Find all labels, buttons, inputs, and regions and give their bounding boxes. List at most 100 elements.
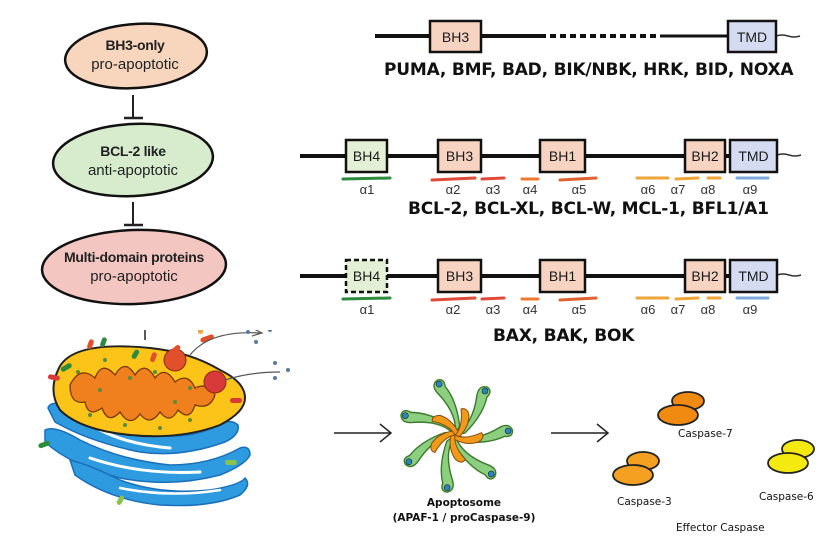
domain-bh4-label: BH4 (353, 148, 380, 164)
domain-bh4 (344, 138, 389, 174)
caspase-7-shape (657, 391, 705, 426)
helix-a1-mark (341, 296, 392, 301)
domain-tmd-label: TMD (737, 29, 767, 45)
endoplasmic-reticulum (44, 402, 251, 507)
helix-marks (341, 176, 770, 182)
cytochrome-c-dots (246, 330, 290, 380)
helix-a2-label: α2 (446, 302, 461, 317)
helix-a4-label: α4 (523, 182, 538, 197)
bcl2-like-structure: BH4 BH3 BH1 BH2 TMD α1 α2 α3 α4 α5 α6 α7… (300, 138, 802, 197)
helix-a9-label: α9 (743, 302, 758, 317)
helix-a3-label: α3 (486, 182, 501, 197)
helix-a7-label: α7 (671, 182, 686, 197)
domain-tmd (726, 19, 778, 54)
helix-a6-label: α6 (641, 302, 656, 317)
bh3-only-members: PUMA, BMF, BAD, BIK/NBK, HRK, BID, NOXA (384, 60, 794, 80)
bh3-only-bubble (63, 22, 209, 90)
helix-a3-mark (480, 296, 506, 301)
membrane-protein (100, 337, 107, 348)
domain-bh2-label: BH2 (691, 148, 718, 164)
release-arrow-2 (224, 371, 281, 381)
helix-a5-mark (558, 296, 598, 302)
membrane-protein (38, 440, 50, 449)
domain-bh1 (538, 138, 587, 174)
membrane-complex-2 (203, 370, 227, 394)
bh3-only-structure: BH3 TMD (375, 19, 801, 54)
helix-a1-label: α1 (360, 302, 375, 317)
membrane-protein (230, 398, 242, 403)
apoptosome-subtitle: (APAF-1 / proCaspase-9) (392, 512, 536, 524)
domain-bh2 (683, 138, 727, 174)
apoptosome-title: Apoptosome (426, 497, 502, 509)
domain-bh1-label: BH1 (549, 148, 576, 164)
helix-marks (341, 296, 770, 302)
arrow-to-caspases (551, 423, 610, 443)
multi-domain-bubble (40, 228, 228, 306)
domain-bh1 (538, 258, 587, 294)
arrow-head (596, 423, 610, 443)
procaspase9-arms (427, 408, 485, 466)
apoptosome-illustration (399, 376, 515, 495)
helix-a4-label: α4 (523, 302, 538, 317)
domain-tmd-label: TMD (738, 268, 768, 284)
bubble-3-text: Multi-domain proteins pro-apoptotic (44, 248, 224, 286)
domain-tmd (728, 138, 779, 174)
multi-domain-members: BAX, BAK, BOK (493, 326, 635, 346)
domain-bh4-label: BH4 (353, 268, 380, 284)
helix-a2-label: α2 (446, 182, 461, 197)
bubble-3-title: Multi-domain proteins (64, 249, 204, 265)
helix-a3-label: α3 (486, 302, 501, 317)
domain-bh3 (436, 258, 483, 294)
helix-a1-label: α1 (360, 182, 375, 197)
helix-a6-label: α6 (641, 182, 656, 197)
effector-caspase-label: Effector Caspase (676, 522, 765, 534)
caspase-3-label: Caspase-3 (617, 496, 672, 508)
matrix-granules (76, 358, 192, 430)
domain-bh3 (436, 138, 483, 174)
helix-a8-label: α8 (701, 302, 716, 317)
released-protein (200, 334, 214, 343)
helix-a5-mark (558, 176, 598, 182)
membrane-protein (150, 352, 157, 363)
apoptosome-label: Apoptosome (APAF-1 / proCaspase-9) (384, 496, 544, 526)
membrane-protein (60, 363, 72, 372)
bubble-1-title: BH3-only (105, 37, 165, 53)
membrane-protein (225, 460, 237, 465)
membrane-protein (116, 495, 125, 505)
domain-bh2 (683, 258, 727, 294)
arrow-to-apoptosome (334, 423, 393, 443)
bubble-1-subtitle: pro-apoptotic (91, 56, 179, 73)
mitochondrion-cristae (69, 365, 216, 422)
mitochondrion-illustration (38, 330, 290, 507)
caspase-7-label: Caspase-7 (678, 428, 733, 440)
membrane-protein (87, 339, 94, 350)
released-protein (168, 344, 181, 356)
membrane-protein (47, 374, 60, 381)
caspase-6-shape (767, 439, 815, 474)
release-arrow-1-head (251, 330, 264, 337)
helix-a3-mark (480, 176, 506, 181)
bcl2-like-members: BCL-2, BCL-XL, BCL-W, MCL-1, BFL1/A1 (408, 199, 769, 219)
domain-bh1-label: BH1 (549, 268, 576, 284)
helix-a7-label: α7 (671, 302, 686, 317)
c-terminal-tail (776, 273, 802, 277)
multi-domain-structure: BH4 BH3 BH1 BH2 TMD α1 α2 α3 α4 α5 α6 α7… (300, 258, 802, 317)
helix-a1-mark (341, 176, 392, 181)
arrow-head (379, 423, 393, 443)
caspase-3-shape (612, 451, 660, 486)
domain-bh3 (428, 19, 483, 54)
helix-a2-mark (430, 296, 477, 302)
helix-a5-label: α5 (572, 302, 587, 317)
domain-bh3-label: BH3 (442, 29, 469, 45)
released-protein (198, 330, 203, 334)
bubble-2-text: BCL-2 like anti-apoptotic (63, 142, 203, 180)
domain-tmd (728, 258, 779, 294)
domain-bh2-label: BH2 (691, 268, 718, 284)
bubble-3-subtitle: pro-apoptotic (90, 268, 178, 285)
caspase-6-label: Caspase-6 (759, 491, 814, 503)
membrane-protein (131, 349, 140, 359)
c-terminal-tail (776, 153, 802, 157)
c-terminal-tail (775, 34, 801, 38)
bcl2-like-bubble (51, 122, 215, 198)
domain-bh3-label: BH3 (446, 268, 473, 284)
